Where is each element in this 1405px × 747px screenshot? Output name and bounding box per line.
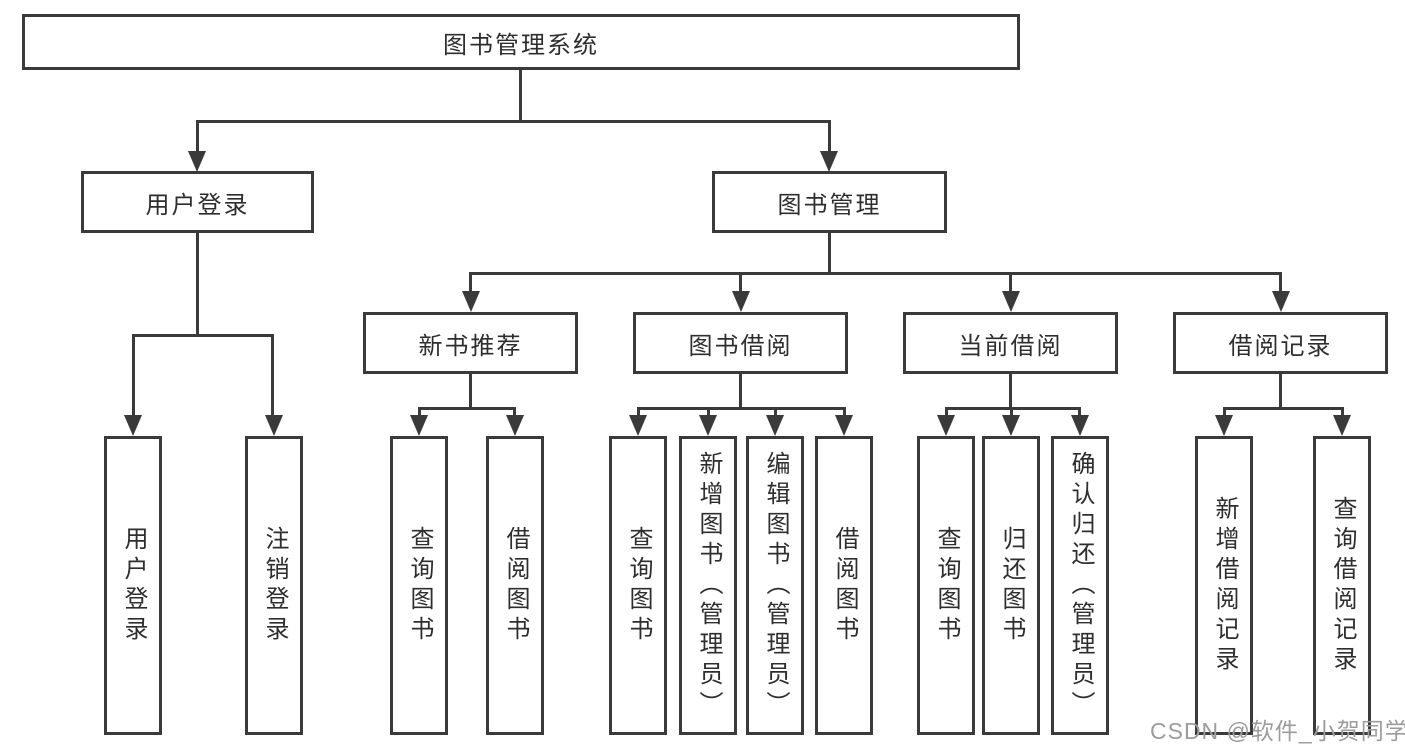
connector-vline xyxy=(418,407,421,416)
leaf-confirm-return-admin: 确认归还（管理员） xyxy=(1051,436,1109,735)
leaf-add-book-admin: 新增图书（管理员） xyxy=(679,436,737,735)
arrowhead xyxy=(629,415,647,436)
connector-vline xyxy=(945,407,948,416)
leaf-edit-book-admin: 编辑图书（管理员） xyxy=(746,436,804,735)
arrowhead xyxy=(1272,291,1290,312)
connector-vline xyxy=(132,334,135,415)
node-user-login: 用户登录 xyxy=(81,171,314,233)
watermark: CSDN @软件_小贺同学 xyxy=(1150,718,1405,744)
leaf-query-books-recommend: 查询图书 xyxy=(390,436,448,735)
arrowhead xyxy=(1215,415,1233,436)
arrowhead xyxy=(820,151,838,172)
connector-vline xyxy=(519,70,522,120)
connector-hline xyxy=(1223,407,1343,410)
connector-vline xyxy=(196,233,199,334)
arrowhead xyxy=(835,415,853,436)
connector-vline xyxy=(707,407,710,416)
leaf-return-book: 归还图书 xyxy=(982,436,1040,735)
arrowhead xyxy=(699,415,717,436)
connector-hline xyxy=(196,120,831,123)
connector-vline xyxy=(843,407,846,416)
leaf-query-borrow-record: 查询借阅记录 xyxy=(1313,436,1371,735)
connector-vline xyxy=(774,407,777,416)
leaf-add-borrow-record: 新增借阅记录 xyxy=(1195,436,1253,735)
node-book-management: 图书管理 xyxy=(712,171,947,233)
leaf-borrow-books-recommend: 借阅图书 xyxy=(486,436,544,735)
connector-hline xyxy=(945,407,1081,410)
node-new-book-recommend: 新书推荐 xyxy=(363,312,578,374)
connector-vline xyxy=(739,272,742,291)
connector-vline xyxy=(1009,272,1012,291)
connector-vline xyxy=(828,233,831,272)
connector-hline xyxy=(637,407,845,410)
connector-vline xyxy=(1279,374,1282,407)
connector-vline xyxy=(828,120,831,151)
connector-vline xyxy=(637,407,640,416)
connector-vline xyxy=(513,407,516,416)
arrowhead xyxy=(1002,415,1020,436)
arrowhead xyxy=(265,415,283,436)
connector-vline xyxy=(196,120,199,151)
connector-vline xyxy=(469,374,472,407)
node-borrow-records: 借阅记录 xyxy=(1173,312,1388,374)
connector-vline xyxy=(739,374,742,407)
arrowhead xyxy=(506,415,524,436)
node-current-borrow: 当前借阅 xyxy=(903,312,1118,374)
arrowhead xyxy=(410,415,428,436)
leaf-user-login: 用户登录 xyxy=(104,436,162,735)
arrowhead xyxy=(1333,415,1351,436)
arrowhead xyxy=(462,291,480,312)
connector-vline xyxy=(1279,272,1282,291)
arrowhead xyxy=(124,415,142,436)
leaf-logout: 注销登录 xyxy=(245,436,303,735)
connector-vline xyxy=(1341,407,1344,416)
node-library-system: 图书管理系统 xyxy=(22,14,1020,70)
connector-hline xyxy=(132,334,274,337)
connector-vline xyxy=(469,272,472,291)
arrowhead xyxy=(937,415,955,436)
node-book-borrow: 图书借阅 xyxy=(633,312,848,374)
arrowhead xyxy=(188,151,206,172)
arrowhead xyxy=(732,291,750,312)
arrowhead xyxy=(1071,415,1089,436)
leaf-query-books-current: 查询图书 xyxy=(917,436,975,735)
arrowhead xyxy=(1002,291,1020,312)
arrowhead xyxy=(766,415,784,436)
connector-hline xyxy=(418,407,516,410)
leaf-query-books-borrow: 查询图书 xyxy=(609,436,667,735)
leaf-borrow-books: 借阅图书 xyxy=(815,436,873,735)
connector-hline xyxy=(469,272,1282,275)
connector-vline xyxy=(1223,407,1226,416)
connector-vline xyxy=(1009,374,1012,407)
connector-vline xyxy=(1078,407,1081,416)
connector-vline xyxy=(1010,407,1013,416)
connector-vline xyxy=(271,334,274,415)
